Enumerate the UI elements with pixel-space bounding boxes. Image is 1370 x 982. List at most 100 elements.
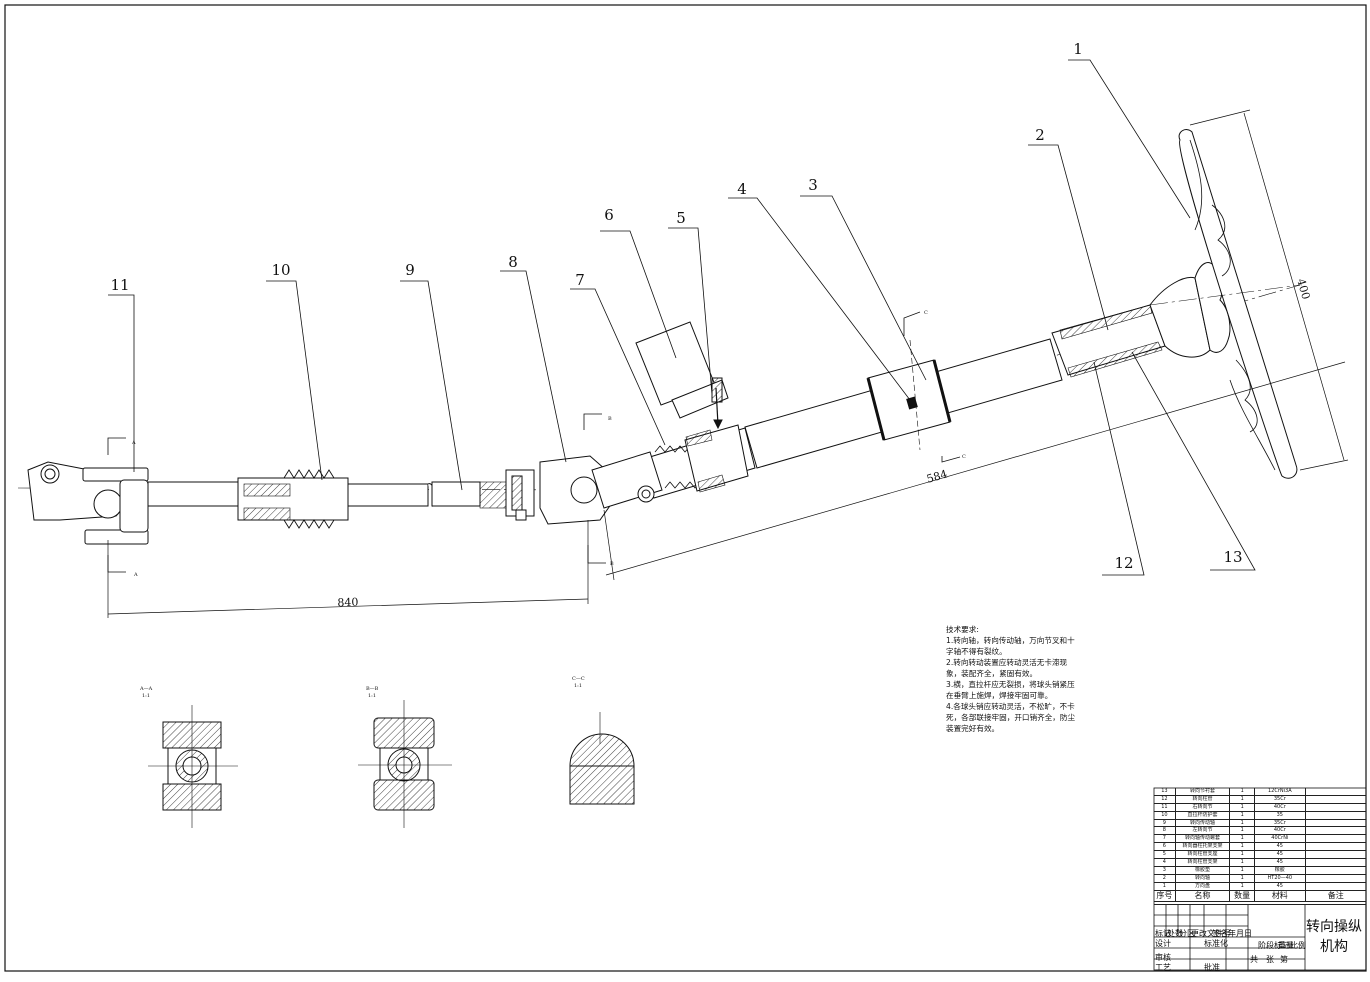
bom-cell-qty: 1: [1230, 788, 1256, 795]
section-marker-a-top: A: [131, 440, 136, 446]
tb-marks: 标记: [1155, 929, 1171, 938]
drawing-title: 转向操纵 机构: [1304, 917, 1364, 957]
leader-4: [728, 197, 911, 401]
bom-cell-qty: 1: [1230, 803, 1256, 811]
callout-3: 3: [808, 176, 818, 194]
leader-11: [108, 294, 135, 472]
flange-bolt: [906, 396, 918, 410]
bom-cell-material: 35Cr: [1255, 795, 1306, 803]
drive-shaft: [431, 481, 481, 507]
section-markers: [107, 311, 961, 573]
callout-13: 13: [1223, 548, 1242, 566]
leader-1: [1068, 59, 1191, 219]
section-a-label: A—A: [139, 686, 153, 692]
bom-cell-name: 方向盘: [1176, 882, 1231, 890]
tech-heading: 技术要求:: [946, 625, 979, 634]
bom-cell-name: 橡胶垫: [1176, 866, 1231, 874]
tb-signature: 签名: [1212, 929, 1228, 938]
bom-cell-qty: 1: [1230, 866, 1256, 874]
tb-page: 第: [1280, 955, 1288, 964]
bom-cell-note: [1306, 796, 1366, 803]
tb-total: 共: [1250, 955, 1258, 964]
bom-cell-note: [1306, 875, 1366, 882]
callout-1: 1: [1073, 40, 1083, 58]
bom-cell-material: 45: [1255, 882, 1306, 890]
tech-item-1: 1.转向轴，转向传动轴，万向节叉和十字轴不得有裂纹。: [946, 636, 1075, 656]
section-marker-c-top: C: [924, 310, 928, 316]
bom-cell-material: HT20—40: [1255, 874, 1306, 882]
bom-cell-material: 12CrNi3A: [1255, 788, 1306, 795]
bom-cell-qty: 1: [1230, 874, 1256, 882]
bom-cell-no: 10: [1154, 811, 1176, 819]
tb-change-doc: 更改文件号: [1191, 929, 1231, 938]
bom-cell-note: [1306, 820, 1366, 827]
sleeve-threads-top: [283, 469, 335, 479]
leader-5: [668, 227, 713, 396]
tb-design: 设计: [1155, 939, 1171, 948]
callout-5: 5: [676, 209, 686, 227]
sleeve-hatch-lower: [1067, 341, 1163, 378]
bom-cell-material: 45: [1255, 843, 1306, 851]
bom-cell-no: 6: [1154, 843, 1176, 851]
bom-cell-note: [1306, 788, 1366, 795]
sheet-border: [4, 4, 1367, 972]
bom-cell-material: 35Cr: [1255, 819, 1306, 827]
bom-cell-no: 12: [1154, 795, 1176, 803]
tb-stage-mark: 阶段标记: [1258, 941, 1290, 950]
bom-cell-no: 11: [1154, 803, 1176, 811]
bom-cell-qty: 1: [1230, 859, 1256, 866]
bom-cell-no: 2: [1154, 874, 1176, 882]
flange-plate-right: [932, 359, 952, 423]
leader-7: [570, 288, 666, 446]
bom-cell-qty: 1: [1230, 882, 1256, 890]
bom-cell-no: 5: [1154, 851, 1176, 859]
title-block-frame: [1153, 787, 1367, 971]
bom-cell-qty: 1: [1230, 811, 1256, 819]
tb-review: 审核: [1155, 953, 1171, 962]
bom-cell-material: 橡胶: [1255, 866, 1306, 874]
bom-cell-note: [1306, 835, 1366, 842]
callout-7: 7: [575, 271, 585, 289]
leader-12: [1093, 361, 1145, 576]
tb-scale: 比例: [1290, 941, 1306, 950]
tech-item-3: 3.横，直拉杆应无裂损，将球头销紧压在垂臂上施焊，焊接牢固可靠。: [946, 680, 1075, 700]
section-c-label: C—C: [572, 676, 585, 682]
section-c-scale: 1:1: [574, 683, 582, 689]
bom-cell-name: 直拉杆防护套: [1176, 811, 1231, 819]
bom-cell-name: 转向传动轴: [1176, 819, 1231, 827]
bom-cell-note: [1306, 859, 1366, 866]
section-b-label: B—B: [366, 686, 379, 692]
leader-6: [600, 230, 677, 359]
bom-cell-material: 40Cr: [1255, 803, 1306, 811]
bom-cell-material: 45: [1255, 851, 1306, 859]
dim-400-line: [1243, 112, 1345, 461]
bom-cell-name: 转向节衬套: [1176, 788, 1231, 795]
tb-process: 工艺: [1155, 963, 1171, 972]
tb-sheets: 张: [1266, 955, 1274, 964]
bom-cell-no: 4: [1154, 859, 1176, 866]
bom-header: 序号 名称 数量 材料 备注: [1154, 890, 1366, 902]
bom-cell-material: 40CrNi: [1255, 835, 1306, 843]
callout-8: 8: [508, 253, 518, 271]
bom-cell-name: 右转向节: [1176, 803, 1231, 811]
bom-cell-material: 45: [1255, 859, 1306, 866]
leader-13: [1131, 351, 1256, 571]
bom-cell-note: [1306, 812, 1366, 819]
bom-header-qty: 数量: [1230, 890, 1256, 901]
leader-2: [1028, 144, 1109, 331]
steering-column-assembly: [589, 129, 1301, 499]
bom-cell-qty: 1: [1230, 795, 1256, 803]
callout-leaders: [108, 59, 1256, 576]
technical-requirements: 技术要求: 1.转向轴，转向传动轴，万向节叉和十字轴不得有裂纹。 2.转向转动装…: [946, 624, 1076, 734]
leader-9: [400, 280, 463, 491]
section-view-c: [569, 712, 635, 805]
bom-cell-note: [1306, 827, 1366, 834]
section-marker-b-bottom: B: [610, 561, 614, 567]
tb-standardize: 标准化: [1204, 939, 1228, 948]
